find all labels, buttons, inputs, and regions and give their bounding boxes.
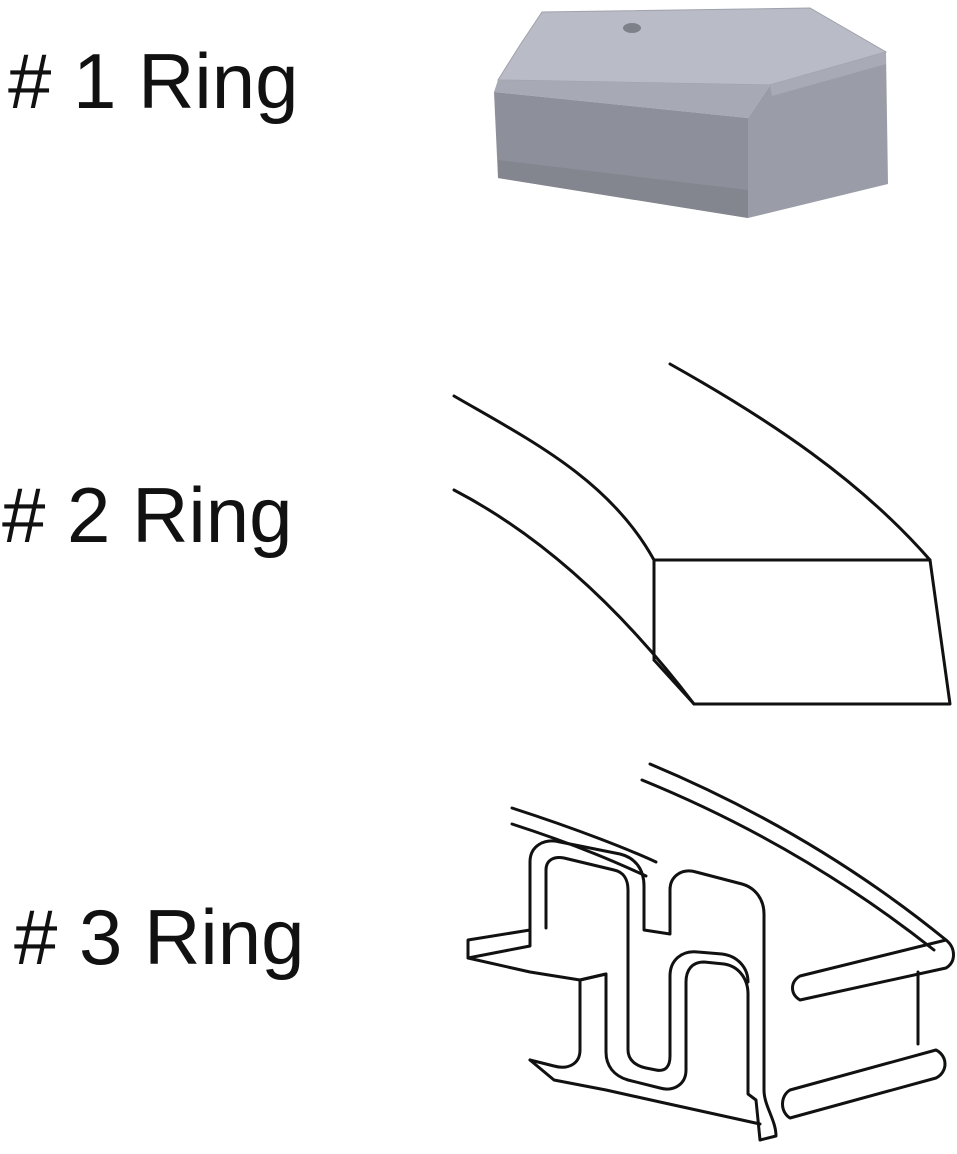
- ring-1-bevel-face: [494, 80, 770, 118]
- ring-3-lower-right-rail: [781, 1048, 947, 1120]
- ring-3-left-rail-lower: [466, 956, 582, 982]
- ring-1-side-face: [748, 52, 888, 218]
- ring-3-lower-detail: [578, 972, 608, 982]
- ring-3-expander-outer: [528, 839, 778, 1142]
- ring-1-hole: [623, 23, 641, 33]
- ring-3-upper-left-rail-2: [510, 822, 648, 878]
- ring-3-top-rail-inner: [640, 778, 936, 952]
- ring-3-top-rail-outer: [648, 762, 948, 942]
- ring-3-left-rail: [466, 928, 532, 960]
- ring-3-upper-right-rail: [791, 938, 955, 1002]
- ring-3-label: # 3 Ring: [14, 893, 305, 981]
- ring-2-upper-edge: [452, 394, 656, 562]
- ring-2-top-edge: [668, 362, 932, 562]
- ring-2-illustration: [452, 362, 952, 706]
- ring-1-front-shade: [498, 160, 748, 218]
- ring-2-lower-edge: [452, 488, 696, 706]
- ring-3-illustration: [466, 762, 955, 1142]
- ring-1-illustration: [494, 7, 888, 218]
- ring-2-end-face: [652, 558, 952, 706]
- ring-1-side-highlight: [770, 52, 886, 96]
- ring-1-label: # 1 Ring: [8, 37, 299, 125]
- ring-2-label: # 2 Ring: [2, 471, 293, 559]
- ring-3-expander-inner: [544, 856, 750, 1072]
- ring-3-bottom-edge: [528, 1058, 762, 1126]
- ring-3-upper-left-rail: [510, 806, 658, 864]
